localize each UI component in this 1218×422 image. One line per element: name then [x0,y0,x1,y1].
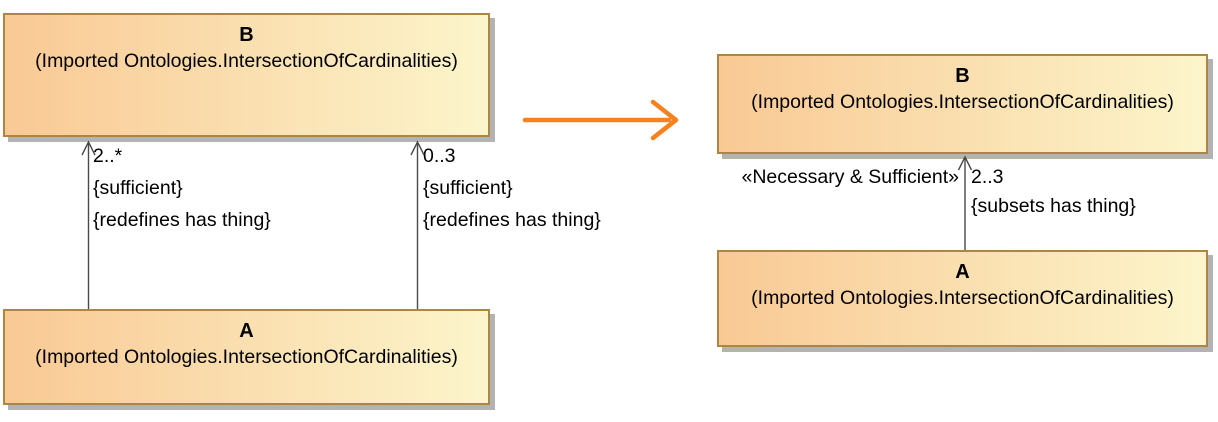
class-box-a-right: A (Imported Ontologies.IntersectionOfCar… [717,250,1208,347]
class-qualifier: (Imported Ontologies.IntersectionOfCardi… [35,346,458,368]
open-arrowhead-icon [957,155,973,171]
edge-constraint-label: {redefines has thing} [93,209,271,231]
edge-constraint-label: {sufficient} [93,177,183,199]
class-qualifier: (Imported Ontologies.IntersectionOfCardi… [35,50,458,72]
class-box-a-left: A (Imported Ontologies.IntersectionOfCar… [3,309,490,405]
edge-multiplicity-label: 2..3 [971,166,1004,188]
class-name: B [239,24,254,46]
edge-constraint-label: {subsets has thing} [971,195,1136,217]
class-qualifier: (Imported Ontologies.IntersectionOfCardi… [751,287,1174,309]
class-qualifier: (Imported Ontologies.IntersectionOfCardi… [751,91,1174,113]
edge-constraint-label: {sufficient} [423,177,513,199]
class-name: A [239,320,254,342]
class-name: B [955,65,970,87]
edge-constraint-label: {redefines has thing} [423,209,601,231]
class-box-b-right: B (Imported Ontologies.IntersectionOfCar… [717,54,1208,154]
class-box-b-left: B (Imported Ontologies.IntersectionOfCar… [3,13,490,137]
generalization-edge-merged [957,155,973,250]
class-name: A [955,261,970,283]
edge-multiplicity-label: 2..* [93,145,123,167]
transform-arrow-icon [522,99,679,141]
edge-stereotype-label: «Necessary & Sufficient» [741,166,960,188]
edge-multiplicity-label: 0..3 [423,145,456,167]
